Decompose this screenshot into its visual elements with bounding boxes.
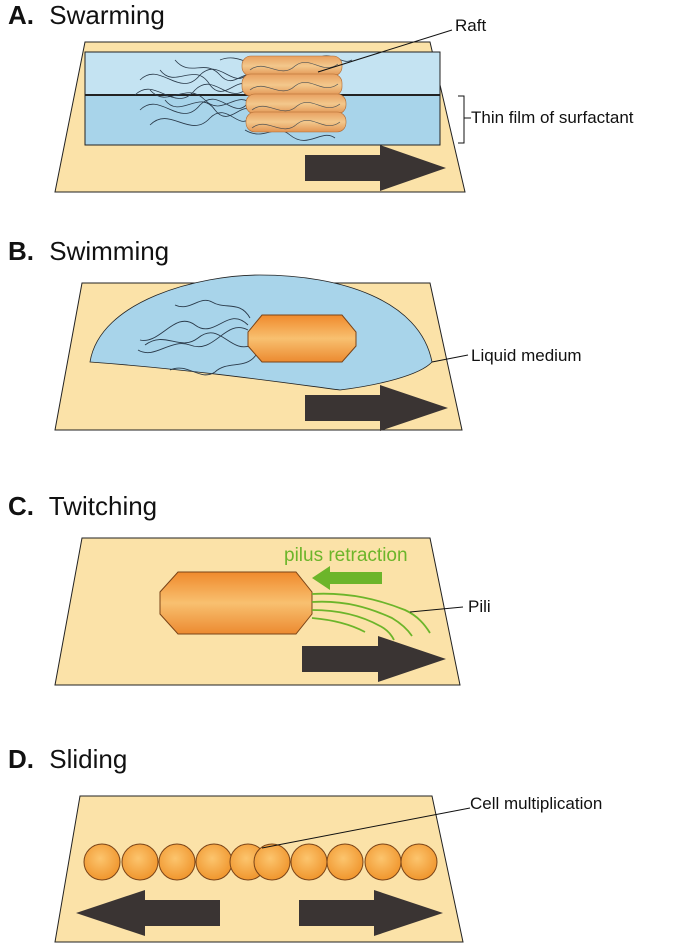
sliding-cell — [254, 844, 290, 880]
cell-multiplication-label: Cell multiplication — [470, 794, 602, 813]
sliding-cell — [159, 844, 195, 880]
raft-cell — [246, 94, 346, 114]
film-thickness-bracket — [458, 96, 471, 143]
sliding-cell — [196, 844, 232, 880]
cell-chain — [84, 844, 437, 880]
sliding-cell — [122, 844, 158, 880]
surfactant-label: Thin film of surfactant — [471, 108, 634, 127]
panel-title-twitching: C. Twitching — [8, 491, 157, 521]
twitching-cell — [160, 572, 312, 634]
raft-cell — [246, 112, 346, 132]
panel-twitching: C. Twitching pilus retraction Pili — [8, 491, 491, 685]
sliding-cell — [365, 844, 401, 880]
panel-title-swimming: B. Swimming — [8, 236, 169, 266]
sliding-cell — [84, 844, 120, 880]
raft-cell — [242, 56, 342, 76]
swimming-cell — [248, 315, 356, 362]
liquid-medium-label: Liquid medium — [471, 346, 582, 365]
raft-cell — [242, 74, 342, 96]
panel-sliding: D. Sliding Cell multiplication — [8, 744, 602, 942]
raft — [242, 56, 346, 132]
sliding-cell — [291, 844, 327, 880]
panel-title-swarming: A. Swarming — [8, 0, 165, 30]
panel-title-sliding: D. Sliding — [8, 744, 127, 774]
panel-swimming: B. Swimming Liquid medium — [8, 236, 582, 431]
pili-label: Pili — [468, 597, 491, 616]
panel-swarming: A. Swarming — [8, 0, 634, 192]
sliding-cell — [401, 844, 437, 880]
raft-label: Raft — [455, 16, 486, 35]
sliding-cell — [327, 844, 363, 880]
pilus-retraction-label: pilus retraction — [284, 545, 408, 566]
